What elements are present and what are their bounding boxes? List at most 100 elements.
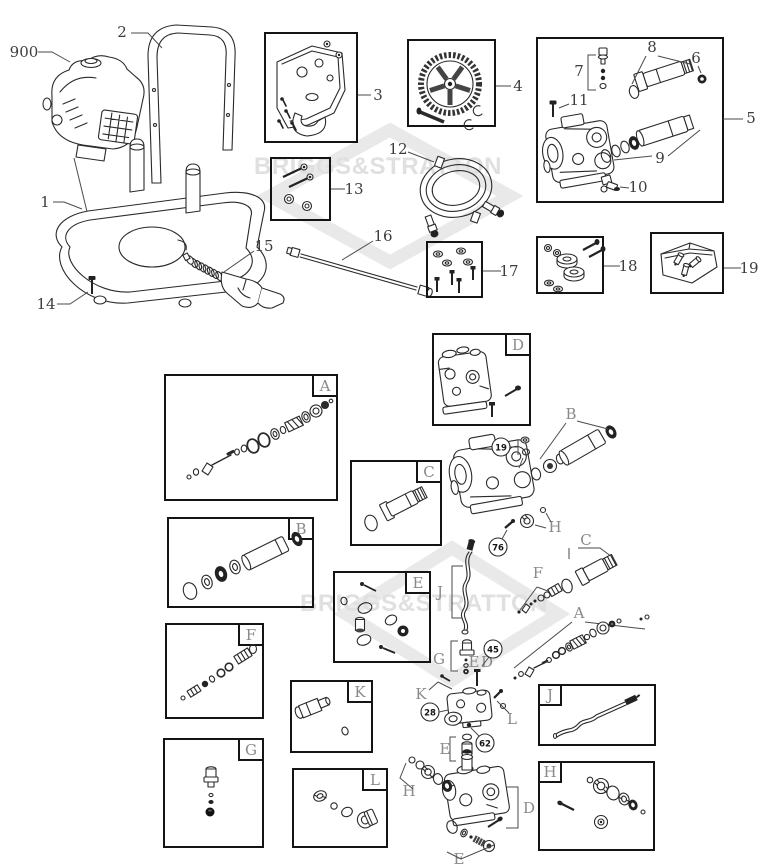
valve-f-exploded-illustration [180,643,258,701]
part-17-box [426,241,483,298]
bracket-inline-c [568,547,613,559]
thermal-valve-7 [597,47,609,90]
dark-ring [605,425,617,439]
pump-illustration [541,113,615,189]
bracket-9 [613,129,701,161]
part-label-13: 13 [344,180,363,198]
injection-hose-illustration [460,539,476,635]
section-tab-d: D [512,336,524,354]
bracket-8 [631,55,691,85]
leader-6 [697,65,702,74]
part-label-15: 15 [254,237,273,255]
screw [442,676,451,682]
part-label-19: 19 [739,259,758,277]
callout-62: 62 [479,740,491,750]
unloader-a-inline [513,614,650,680]
inline-label-e-upper: E [469,653,480,671]
leader-14 [57,291,89,305]
fitting-g-inline [459,639,475,675]
washer-9 [620,140,630,154]
part-13-box [270,157,331,221]
spray-gun-illustration [182,252,285,309]
part-label-8: 8 [647,38,657,56]
part-label-900: 900 [10,43,39,61]
inline-label-c: C [580,531,591,549]
section-tab-b: B [295,520,306,538]
mid-manifold-illustration [444,687,493,729]
o-ring-8 [628,85,640,99]
leader-1 [53,201,83,210]
leader-2 [131,32,163,49]
inline-label-k: K [415,685,427,703]
part-label-2: 2 [117,23,127,41]
callout-76: 76 [492,544,504,554]
bolt-11 [549,100,557,117]
section-box-g: G [163,738,264,848]
section-box-l: L [292,768,388,848]
section-tab-j: J [545,686,553,704]
drain-fitting-10 [600,174,620,193]
leader-900 [38,51,71,63]
grommet [519,513,535,529]
tube-c-inline [574,553,618,586]
fitting-g-illustration [203,766,219,817]
plate-illustration [276,40,346,137]
leader-11 [558,103,570,109]
bracket-inline-e-bottom [446,844,495,860]
chemical-hose-illustration [552,694,641,740]
right-inline-groups: C F A [513,531,650,680]
inline-label-a: A [573,604,585,622]
callout-28: 28 [424,709,436,719]
seal-group-e-illustration [340,582,409,654]
callout-circle-76 [488,537,508,557]
leader-12 [407,151,435,163]
part-label-4: 4 [513,77,523,95]
part-5-box: 7 8 6 11 [536,37,724,203]
section-box-b: B [167,517,314,608]
part-label-12: 12 [388,140,407,158]
e-clip [463,119,474,131]
nut-9 [628,136,640,150]
tube-b-illustration [558,429,606,466]
section-box-c: C [350,460,442,546]
bracket-7 [587,54,596,91]
hardware-kit-illustration [282,163,314,212]
fastener-kit-illustration [432,247,476,293]
bolt [504,388,518,397]
leader-16 [341,240,374,261]
bracket-inline-l [496,700,510,714]
inline-label-g: G [433,650,445,668]
callout-circle-62 [475,733,495,753]
part-label-3: 3 [373,86,383,104]
part-label-11: 11 [569,91,588,109]
wheel-illustration [416,52,483,131]
seal-kit-h-illustration [557,776,646,830]
inline-label-l: L [507,710,517,728]
part-label-14: 14 [36,295,55,313]
handle-illustration [147,24,236,184]
inline-label-e-bottom: E [454,850,465,868]
section-tab-e: E [413,574,424,592]
small-ring [539,506,547,514]
tube-b-exploded-illustration [182,531,303,600]
brand-watermark-text: BRIGGS&STRATTON [300,590,548,617]
e-clip [472,105,483,117]
bracket-inline-d-bottom [506,786,519,829]
bracket-inline-j [451,565,463,619]
section-tab-f: F [246,626,256,644]
axle-pin [419,110,445,124]
o-ring [530,467,542,481]
inline-label-f: F [533,564,543,582]
inlet-tube-9 [635,114,695,147]
bracket-inline-h [534,512,552,529]
inline-label-j: J [435,583,443,601]
bracket-callout-19 [510,440,519,455]
part-label-7: 7 [574,62,584,80]
part-label-9: 9 [655,149,665,167]
inline-label-h-bottom: H [402,782,415,800]
bracket-inline-e-mid [449,736,456,762]
section-box-e: E [333,571,431,663]
inline-label-d-bottom: D [523,799,535,817]
